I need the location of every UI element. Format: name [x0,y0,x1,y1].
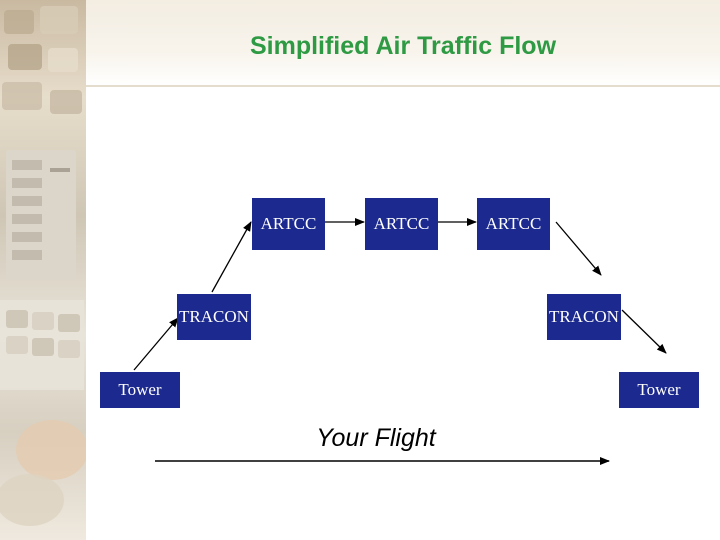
arrow-tracon-to-tower [621,309,667,354]
node-tracon-1: TRACON [177,294,251,340]
arrow-artcc-to-tracon [555,221,602,276]
header-band [86,0,720,86]
node-artcc-3: ARTCC [477,198,550,250]
your-flight-label: Your Flight [316,424,436,452]
keyboard-photo-graphic [0,6,86,526]
node-tracon-2: TRACON [547,294,621,340]
slide-title: Simplified Air Traffic Flow [249,32,557,60]
header-divider [86,85,720,87]
arrow-tracon-to-artcc [211,221,252,293]
node-artcc-2: ARTCC [365,198,438,250]
node-artcc-1: ARTCC [252,198,325,250]
decorative-photo-strip [0,0,86,540]
node-tower-2: Tower [619,372,699,408]
node-tower-1: Tower [100,372,180,408]
arrow-tower-to-tracon [133,317,179,371]
